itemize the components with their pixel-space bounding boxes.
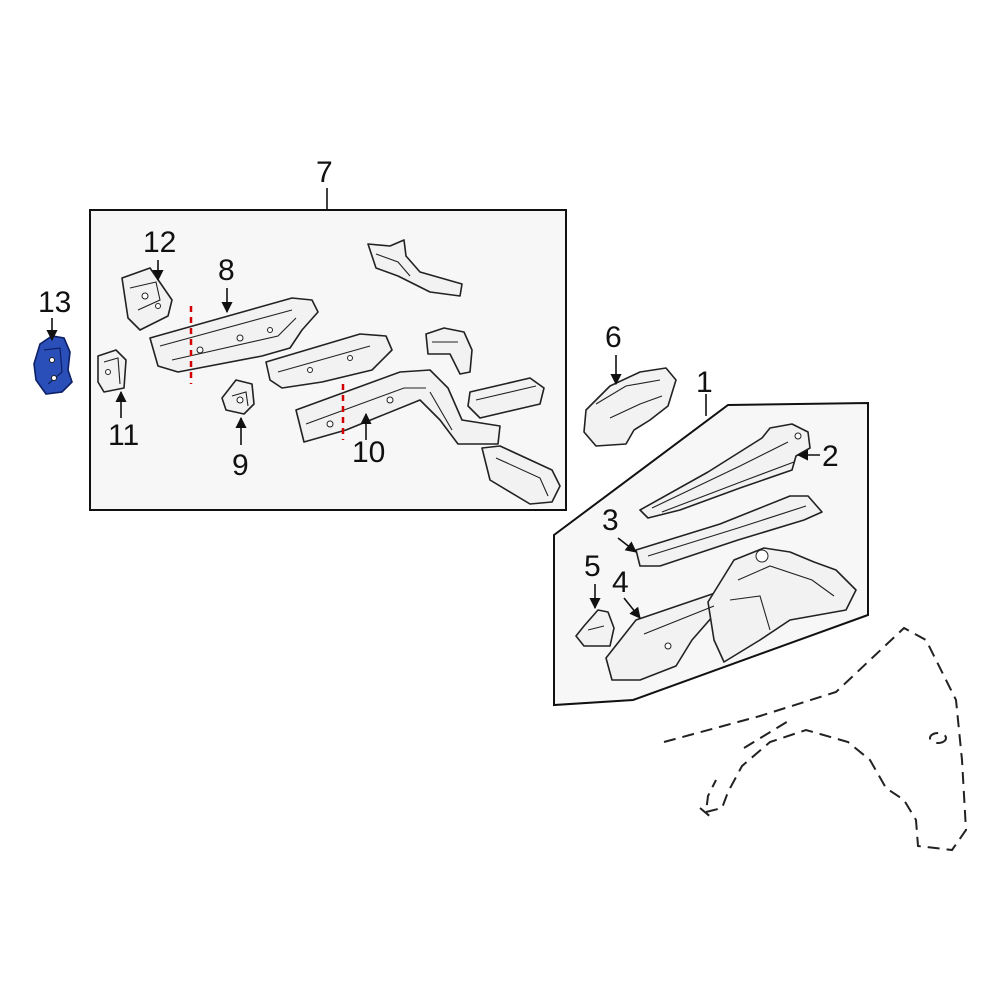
part-lower-bracket[interactable]	[481, 445, 561, 505]
part-10-extension[interactable]	[295, 369, 501, 445]
part-6-apron[interactable]	[583, 367, 677, 447]
callout-3[interactable]: 3	[602, 504, 619, 537]
part-4-apron-member[interactable]	[605, 547, 857, 681]
part-11-bracket[interactable]	[97, 349, 127, 393]
callout-4[interactable]: 4	[612, 566, 629, 599]
part-upper-cap[interactable]	[425, 327, 473, 375]
leader-4	[623, 597, 641, 619]
callout-2[interactable]: 2	[822, 440, 839, 473]
callout-11[interactable]: 11	[108, 419, 139, 452]
part-middle-rail[interactable]	[265, 333, 393, 389]
part-13-highlighted[interactable]	[33, 335, 73, 395]
leader-3	[617, 537, 637, 553]
part-upper-bracket[interactable]	[367, 239, 463, 297]
group-7-assembly: 7 12 11 8	[89, 156, 567, 511]
group-1-assembly: 1 2 3 5	[553, 366, 869, 707]
callout-6[interactable]: 6	[605, 321, 622, 354]
part-5-bracket[interactable]	[575, 609, 615, 647]
part-3-lower-rail[interactable]	[635, 495, 823, 567]
callout-8[interactable]: 8	[218, 254, 235, 287]
callout-12[interactable]: 12	[143, 226, 176, 259]
callout-9[interactable]: 9	[232, 449, 249, 482]
part-2-upper-rail[interactable]	[639, 423, 811, 519]
callout-7[interactable]: 7	[316, 156, 333, 189]
callout-10[interactable]: 10	[352, 436, 385, 469]
part-crossmember[interactable]	[467, 377, 545, 419]
group-1-box	[553, 401, 869, 707]
callout-13[interactable]: 13	[38, 286, 71, 319]
part-12-bracket[interactable]	[121, 267, 173, 331]
part-9-mount[interactable]	[221, 379, 255, 415]
callout-5[interactable]: 5	[584, 550, 601, 583]
fender-outline	[663, 626, 968, 852]
callout-1[interactable]: 1	[696, 366, 713, 399]
